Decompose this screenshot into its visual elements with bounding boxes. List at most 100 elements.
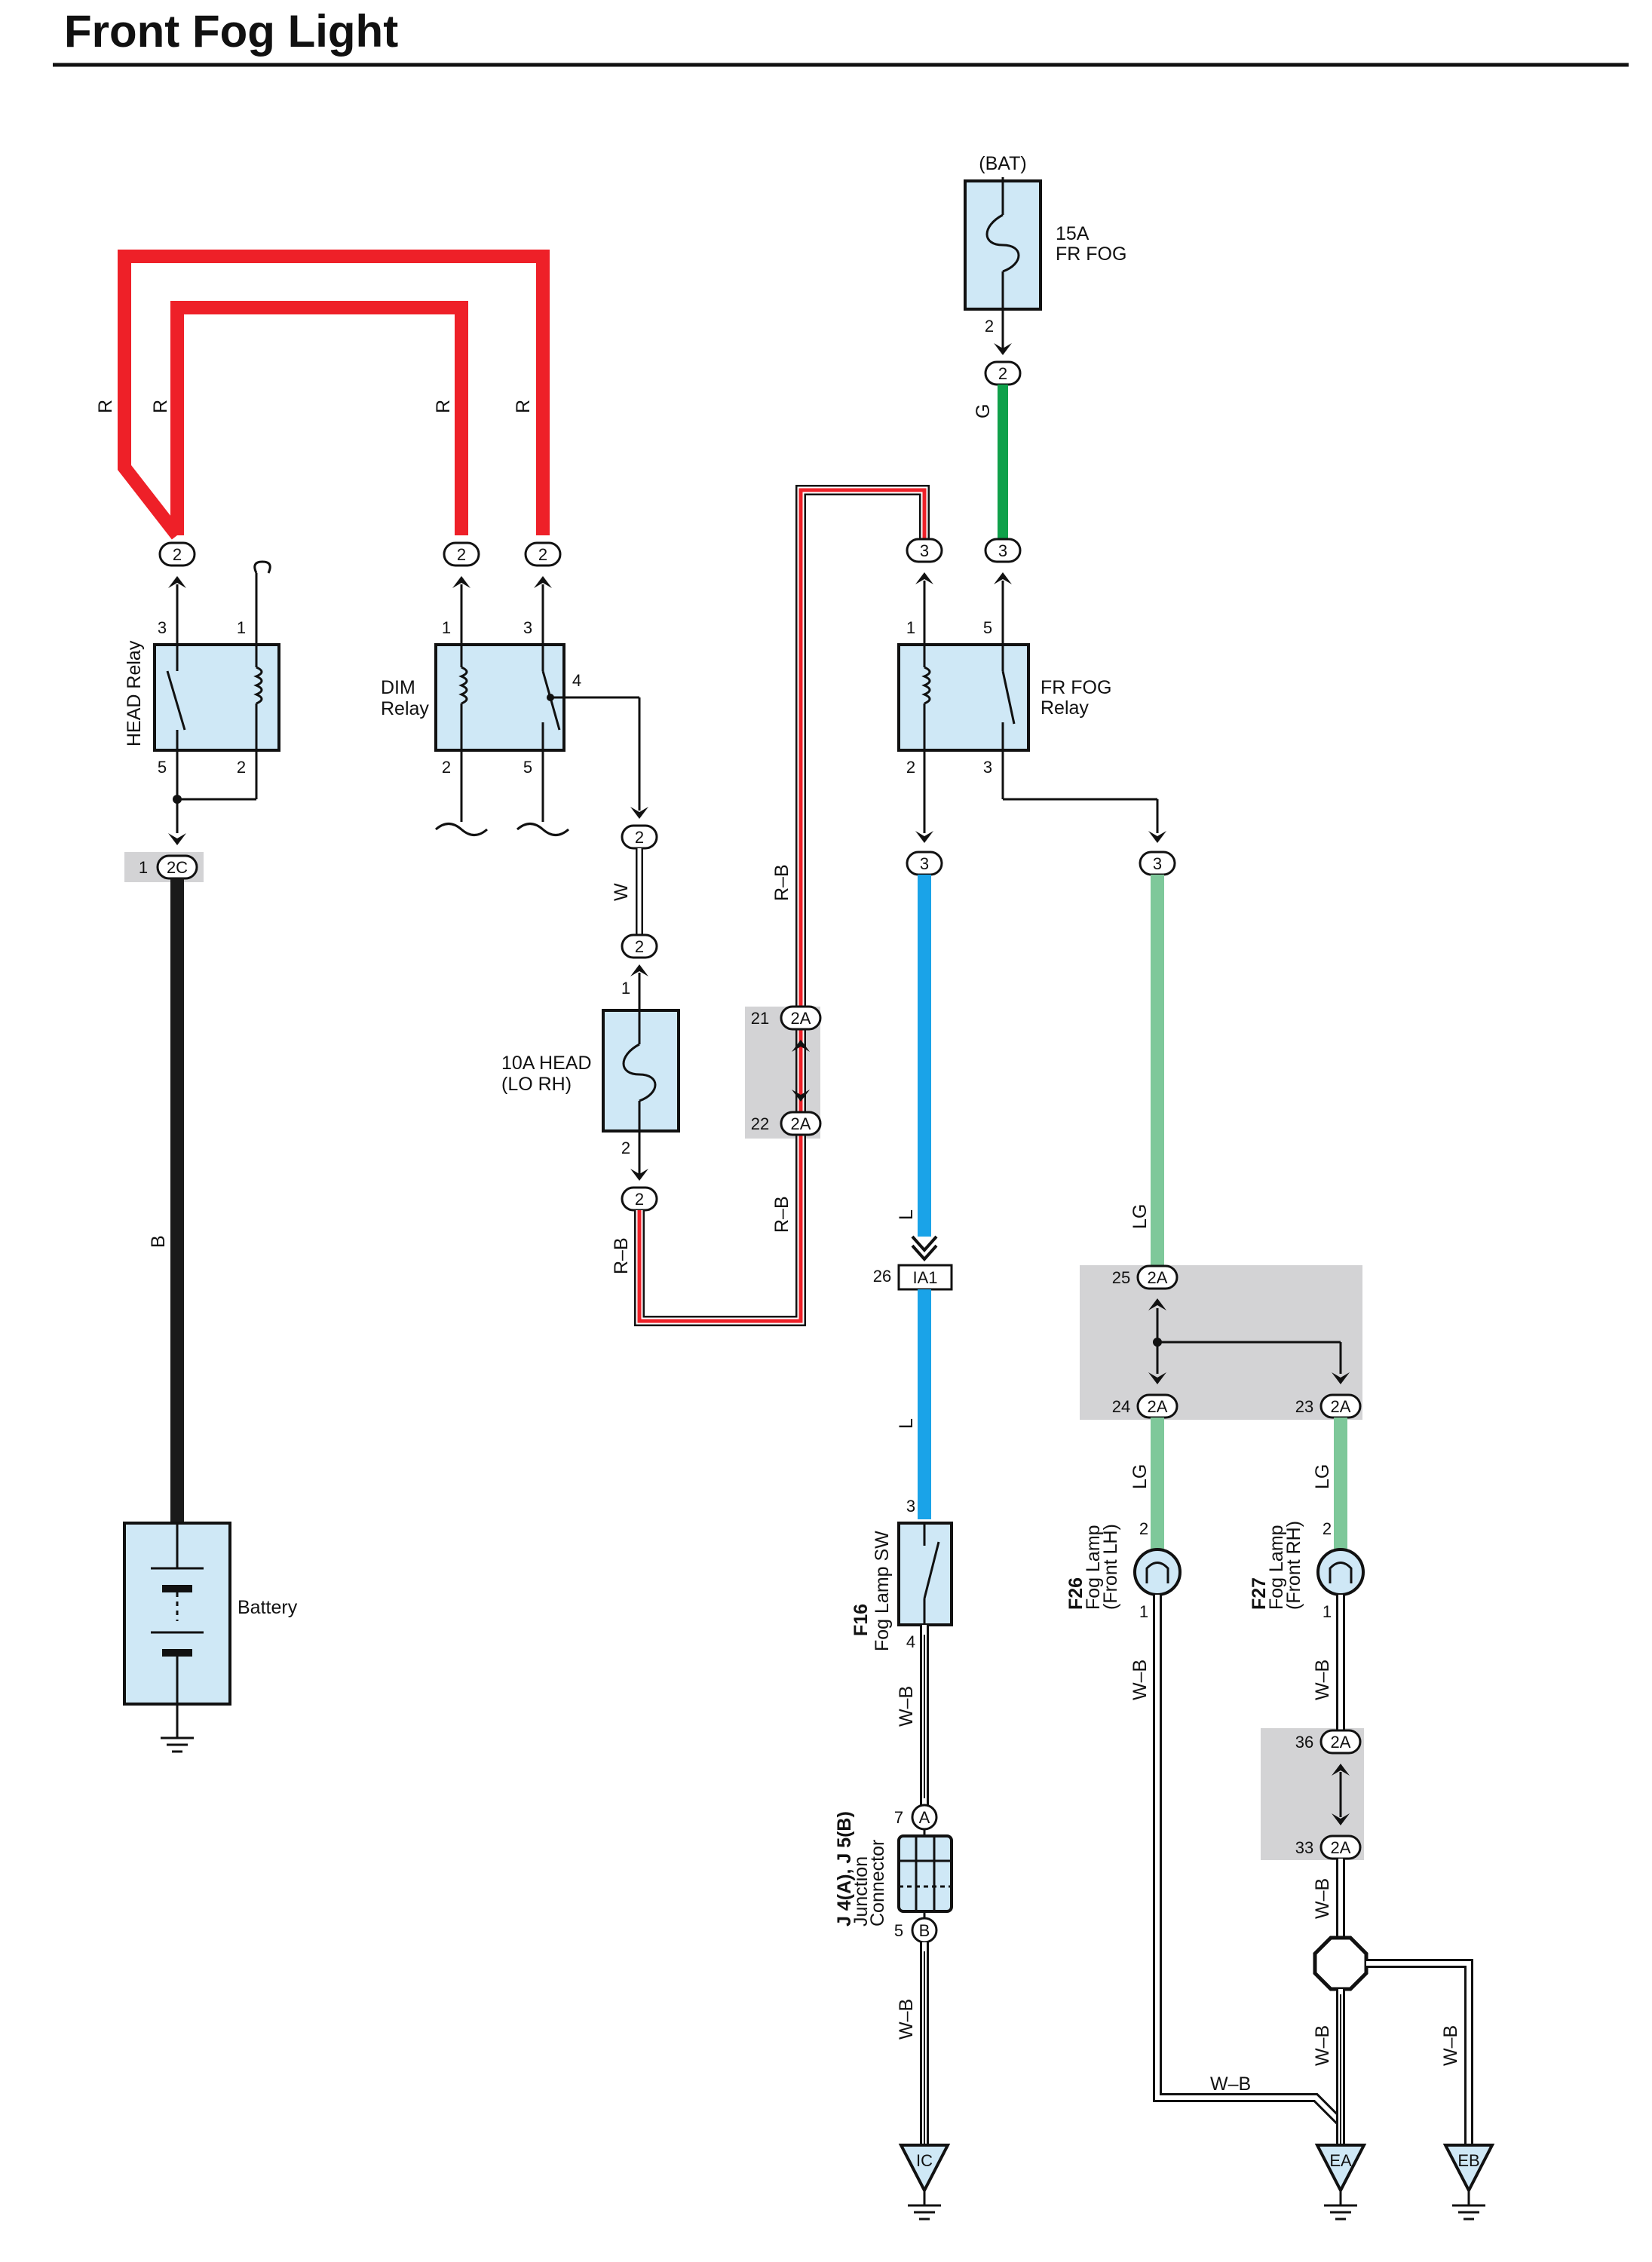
svg-text:3: 3 xyxy=(920,541,929,560)
svg-text:3: 3 xyxy=(523,618,532,637)
connector-fuse-bottom: 2 xyxy=(621,1186,658,1212)
wire-label-w-b: W–B xyxy=(1312,1878,1333,1919)
svg-text:2: 2 xyxy=(1139,1519,1148,1538)
wire-label-lg: LG xyxy=(1129,1204,1151,1229)
head-relay-label: HEAD Relay xyxy=(124,640,145,746)
wire-label-r-b: R–B xyxy=(611,1237,632,1274)
svg-text:23: 23 xyxy=(1295,1397,1313,1416)
ground-icon xyxy=(906,2189,942,2221)
svg-text:2A: 2A xyxy=(1331,1733,1351,1752)
wire-label-w-b: W–B xyxy=(896,1686,917,1727)
wire-label-b: B xyxy=(148,1235,169,1248)
svg-text:21: 21 xyxy=(751,1009,769,1028)
fuse-fr-fog-label-1: 15A xyxy=(1056,223,1090,244)
connector-2a-23: 23 2A xyxy=(1295,1393,1362,1419)
svg-text:5: 5 xyxy=(523,758,532,777)
svg-text:EA: EA xyxy=(1329,2151,1352,2170)
wire-label-lg: LG xyxy=(1129,1464,1151,1489)
connector-2a-33: 33 2A xyxy=(1295,1834,1362,1860)
svg-text:EB: EB xyxy=(1457,2151,1479,2170)
svg-text:24: 24 xyxy=(1112,1397,1130,1416)
page-title: Front Fog Light xyxy=(64,6,398,57)
connector-head-top: 2 xyxy=(158,541,196,567)
wire-label-r: R xyxy=(433,400,454,413)
junction-label-1: Junction xyxy=(851,1856,872,1926)
wire-label-lg: LG xyxy=(1312,1464,1333,1489)
wire-label-w-b: W–B xyxy=(1312,2025,1333,2066)
svg-text:3: 3 xyxy=(906,1497,915,1516)
connector-fog-relay-bottom-1: 3 xyxy=(906,851,943,876)
ground-ic: IC xyxy=(898,2144,951,2194)
svg-text:1: 1 xyxy=(621,979,630,998)
svg-text:26: 26 xyxy=(873,1267,891,1286)
fog-lamp-lh-label-2: (Front LH) xyxy=(1100,1524,1121,1610)
bat-label: (BAT) xyxy=(979,153,1026,174)
svg-text:2: 2 xyxy=(457,545,466,564)
svg-text:IA1: IA1 xyxy=(912,1268,937,1287)
fuse-head-lo-rh: 10A HEAD (LO RH) xyxy=(501,1009,680,1133)
fog-switch-code: F16 xyxy=(851,1604,872,1636)
svg-text:2A: 2A xyxy=(791,1114,811,1133)
connector-fog-relay-bottom-2: 3 xyxy=(1139,851,1176,876)
wire-label-w-b: W–B xyxy=(1129,1660,1151,1700)
wire-w-b-eb xyxy=(1366,1959,1473,2145)
svg-text:25: 25 xyxy=(1112,1268,1130,1287)
connector-2a-36: 36 2A xyxy=(1295,1729,1362,1755)
fog-lamp-rh-label-1: Fog Lamp xyxy=(1266,1525,1287,1610)
wire-r-group xyxy=(118,250,550,540)
svg-text:2A: 2A xyxy=(1331,1838,1351,1857)
battery-label: Battery xyxy=(238,1597,298,1618)
svg-text:2: 2 xyxy=(538,545,547,564)
wire-label-g: G xyxy=(973,404,994,418)
dim-relay: 1 3 4 DIM Relay 2 5 xyxy=(381,618,639,836)
connector-fog-relay-top-2: 3 xyxy=(984,538,1022,563)
svg-text:1: 1 xyxy=(139,858,148,877)
wire-label-w-b: W–B xyxy=(896,1999,917,2040)
connector-2a-21: 21 2A xyxy=(751,1005,822,1031)
svg-text:22: 22 xyxy=(751,1114,769,1133)
fuse-fr-fog-label-2: FR FOG xyxy=(1056,244,1126,265)
fog-lamp-lh: F26 Fog Lamp (Front LH) xyxy=(1065,1524,1182,1610)
connector-2a-25: 25 2A xyxy=(1112,1264,1178,1290)
ground-eb: EB xyxy=(1442,2144,1495,2194)
wire-label-w-b: W–B xyxy=(1440,2025,1461,2066)
svg-text:1: 1 xyxy=(237,618,246,637)
svg-text:2: 2 xyxy=(635,1190,644,1209)
svg-text:2: 2 xyxy=(635,937,644,956)
svg-text:2: 2 xyxy=(635,828,644,847)
svg-text:3: 3 xyxy=(920,854,929,873)
svg-text:3: 3 xyxy=(158,618,167,637)
svg-text:2A: 2A xyxy=(1331,1397,1351,1416)
head-relay: 3 1 HEAD Relay 5 2 xyxy=(124,560,280,833)
fr-fog-relay-label-1: FR FOG xyxy=(1041,677,1111,698)
fog-lamp-lh-code: F26 xyxy=(1065,1577,1087,1610)
junction-code: J 4(A), J 5(B) xyxy=(834,1811,855,1926)
svg-text:7: 7 xyxy=(894,1808,903,1827)
connector-2c: 1 2C xyxy=(139,854,198,880)
svg-text:1: 1 xyxy=(442,618,451,637)
svg-text:B: B xyxy=(919,1921,930,1940)
svg-text:2: 2 xyxy=(1323,1519,1332,1538)
fr-fog-relay: 1 5 FR FOG Relay 2 3 xyxy=(897,618,1111,777)
junction-connector: 7 A B 5 J 4(A), J 5(B) Junction Connecto… xyxy=(834,1804,953,1944)
svg-text:2: 2 xyxy=(621,1139,630,1157)
junction-label-2: Connector xyxy=(867,1840,888,1926)
fuse-head-label-2: (LO RH) xyxy=(501,1074,572,1095)
wire-label-w-b: W–B xyxy=(1210,2074,1251,2095)
battery: Battery xyxy=(123,1522,298,1706)
dim-relay-label-1: DIM xyxy=(381,677,415,698)
svg-text:1: 1 xyxy=(1323,1602,1332,1621)
svg-text:5: 5 xyxy=(158,758,167,777)
svg-text:2: 2 xyxy=(906,758,915,777)
fog-lamp-switch: F16 Fog Lamp SW xyxy=(851,1522,953,1651)
svg-text:2A: 2A xyxy=(1148,1268,1168,1287)
ground-icon xyxy=(1323,2189,1359,2221)
svg-text:2: 2 xyxy=(985,317,994,336)
fog-lamp-lh-label-1: Fog Lamp xyxy=(1083,1525,1104,1610)
ground-icon xyxy=(1451,2189,1487,2221)
fog-lamp-rh-code: F27 xyxy=(1249,1577,1270,1610)
svg-text:2A: 2A xyxy=(1148,1397,1168,1416)
fog-switch-label: Fog Lamp SW xyxy=(872,1531,893,1651)
fog-lamp-rh-label-2: (Front RH) xyxy=(1283,1521,1304,1610)
